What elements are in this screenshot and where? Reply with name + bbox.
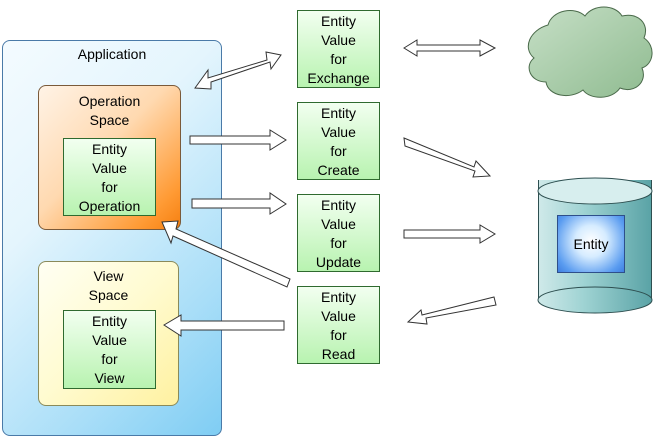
database-cylinder-bottom	[537, 286, 653, 314]
entity-value-for-create-label: Entity Value for Create	[317, 105, 360, 178]
arrow-update-database	[403, 224, 496, 244]
entity-value-for-read: Entity Value for Read	[297, 286, 380, 364]
entity-value-for-update: Entity Value for Update	[297, 194, 380, 272]
arrow-database-read	[406, 296, 497, 325]
arrow-operation-update	[191, 192, 287, 215]
entity-value-for-view-label: Entity Value for View	[91, 313, 127, 386]
entity-value-for-view: Entity Value for View	[63, 310, 156, 389]
application-label: Application	[77, 46, 147, 62]
arrow-exchange-cloud	[403, 39, 497, 57]
database-cylinder-top	[537, 177, 653, 205]
entity-label: Entity	[573, 236, 609, 252]
arrow-create-database	[403, 137, 492, 178]
view-space-label: View Space	[88, 268, 129, 303]
entity-value-for-exchange-label: Entity Value for Exchange	[307, 13, 370, 86]
entity-value-for-update-label: Entity Value for Update	[315, 197, 362, 270]
entity-value-for-operation-label: Entity Value for Operation	[78, 141, 141, 214]
operation-space-label: Operation Space	[78, 93, 141, 128]
arrow-read-view	[163, 314, 285, 337]
entity-value-for-read-label: Entity Value for Read	[320, 289, 356, 362]
entity-value-for-create: Entity Value for Create	[297, 102, 380, 180]
entity-value-for-exchange: Entity Value for Exchange	[297, 10, 380, 88]
arrow-operation-create	[189, 129, 287, 151]
arrow-app-exchange	[194, 51, 282, 90]
view-space: View Space Entity Value for View	[38, 261, 179, 406]
entity-value-for-operation: Entity Value for Operation	[63, 138, 156, 216]
cloud-icon	[527, 6, 653, 98]
entity-box: Entity	[557, 215, 625, 273]
arrow-update-operation	[161, 220, 291, 288]
operation-space: Operation Space Entity Value for Operati…	[38, 85, 181, 230]
